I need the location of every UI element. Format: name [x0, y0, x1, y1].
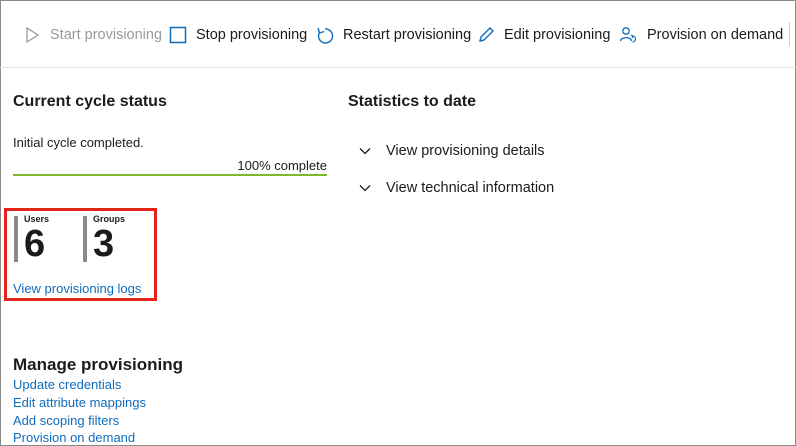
stat-bar: [83, 216, 87, 262]
start-provisioning-button[interactable]: Start provisioning: [22, 22, 162, 48]
restart-icon: [315, 25, 335, 45]
edit-provisioning-label: Edit provisioning: [504, 27, 611, 43]
expander-label: View provisioning details: [386, 143, 545, 159]
pencil-icon: [476, 25, 496, 45]
restart-provisioning-button[interactable]: Restart provisioning: [315, 22, 471, 48]
play-icon: [22, 25, 42, 45]
update-credentials-link[interactable]: Update credentials: [13, 377, 122, 392]
expander-label: View technical information: [386, 180, 555, 196]
stat-value: 3: [93, 223, 115, 265]
stop-icon: [168, 25, 188, 45]
provision-on-demand-link[interactable]: Provision on demand: [13, 430, 136, 445]
chevron-down-icon: [358, 144, 372, 158]
view-provisioning-details-expander[interactable]: View provisioning details: [358, 143, 545, 159]
stat-bar: [14, 216, 18, 262]
chevron-down-icon: [358, 181, 372, 195]
edit-provisioning-button[interactable]: Edit provisioning: [476, 22, 610, 48]
user-sync-icon: [619, 25, 639, 45]
stat-label: Users: [24, 214, 50, 224]
statistics-title: Statistics to date: [348, 93, 477, 110]
edit-attribute-mappings-link[interactable]: Edit attribute mappings: [13, 395, 146, 410]
stop-provisioning-button[interactable]: Stop provisioning: [168, 22, 307, 48]
start-provisioning-label: Start provisioning: [50, 27, 163, 43]
toolbar-separator: [789, 22, 790, 46]
provision-on-demand-label: Provision on demand: [647, 27, 784, 43]
stop-provisioning-label: Stop provisioning: [196, 27, 308, 43]
current-cycle-title: Current cycle status: [13, 93, 167, 110]
command-bar: Start provisioning Stop provisioning Res…: [0, 0, 796, 68]
stat-users: Users 6: [14, 212, 74, 264]
progress-bar: [13, 174, 327, 176]
manage-provisioning-title: Manage provisioning: [13, 355, 184, 374]
cycle-status-text: Initial cycle completed.: [13, 135, 144, 150]
provision-on-demand-button[interactable]: Provision on demand: [619, 22, 783, 48]
progress-label: 100% complete: [237, 158, 327, 173]
stat-label: Groups: [93, 214, 126, 224]
view-provisioning-logs-link[interactable]: View provisioning logs: [13, 281, 142, 296]
add-scoping-filters-link[interactable]: Add scoping filters: [13, 413, 120, 428]
progress-fill: [13, 174, 327, 176]
highlight-box: [4, 208, 157, 301]
stat-value: 6: [24, 223, 46, 265]
stat-groups: Groups 3: [83, 212, 143, 264]
view-technical-information-expander[interactable]: View technical information: [358, 180, 554, 196]
restart-provisioning-label: Restart provisioning: [343, 27, 472, 43]
